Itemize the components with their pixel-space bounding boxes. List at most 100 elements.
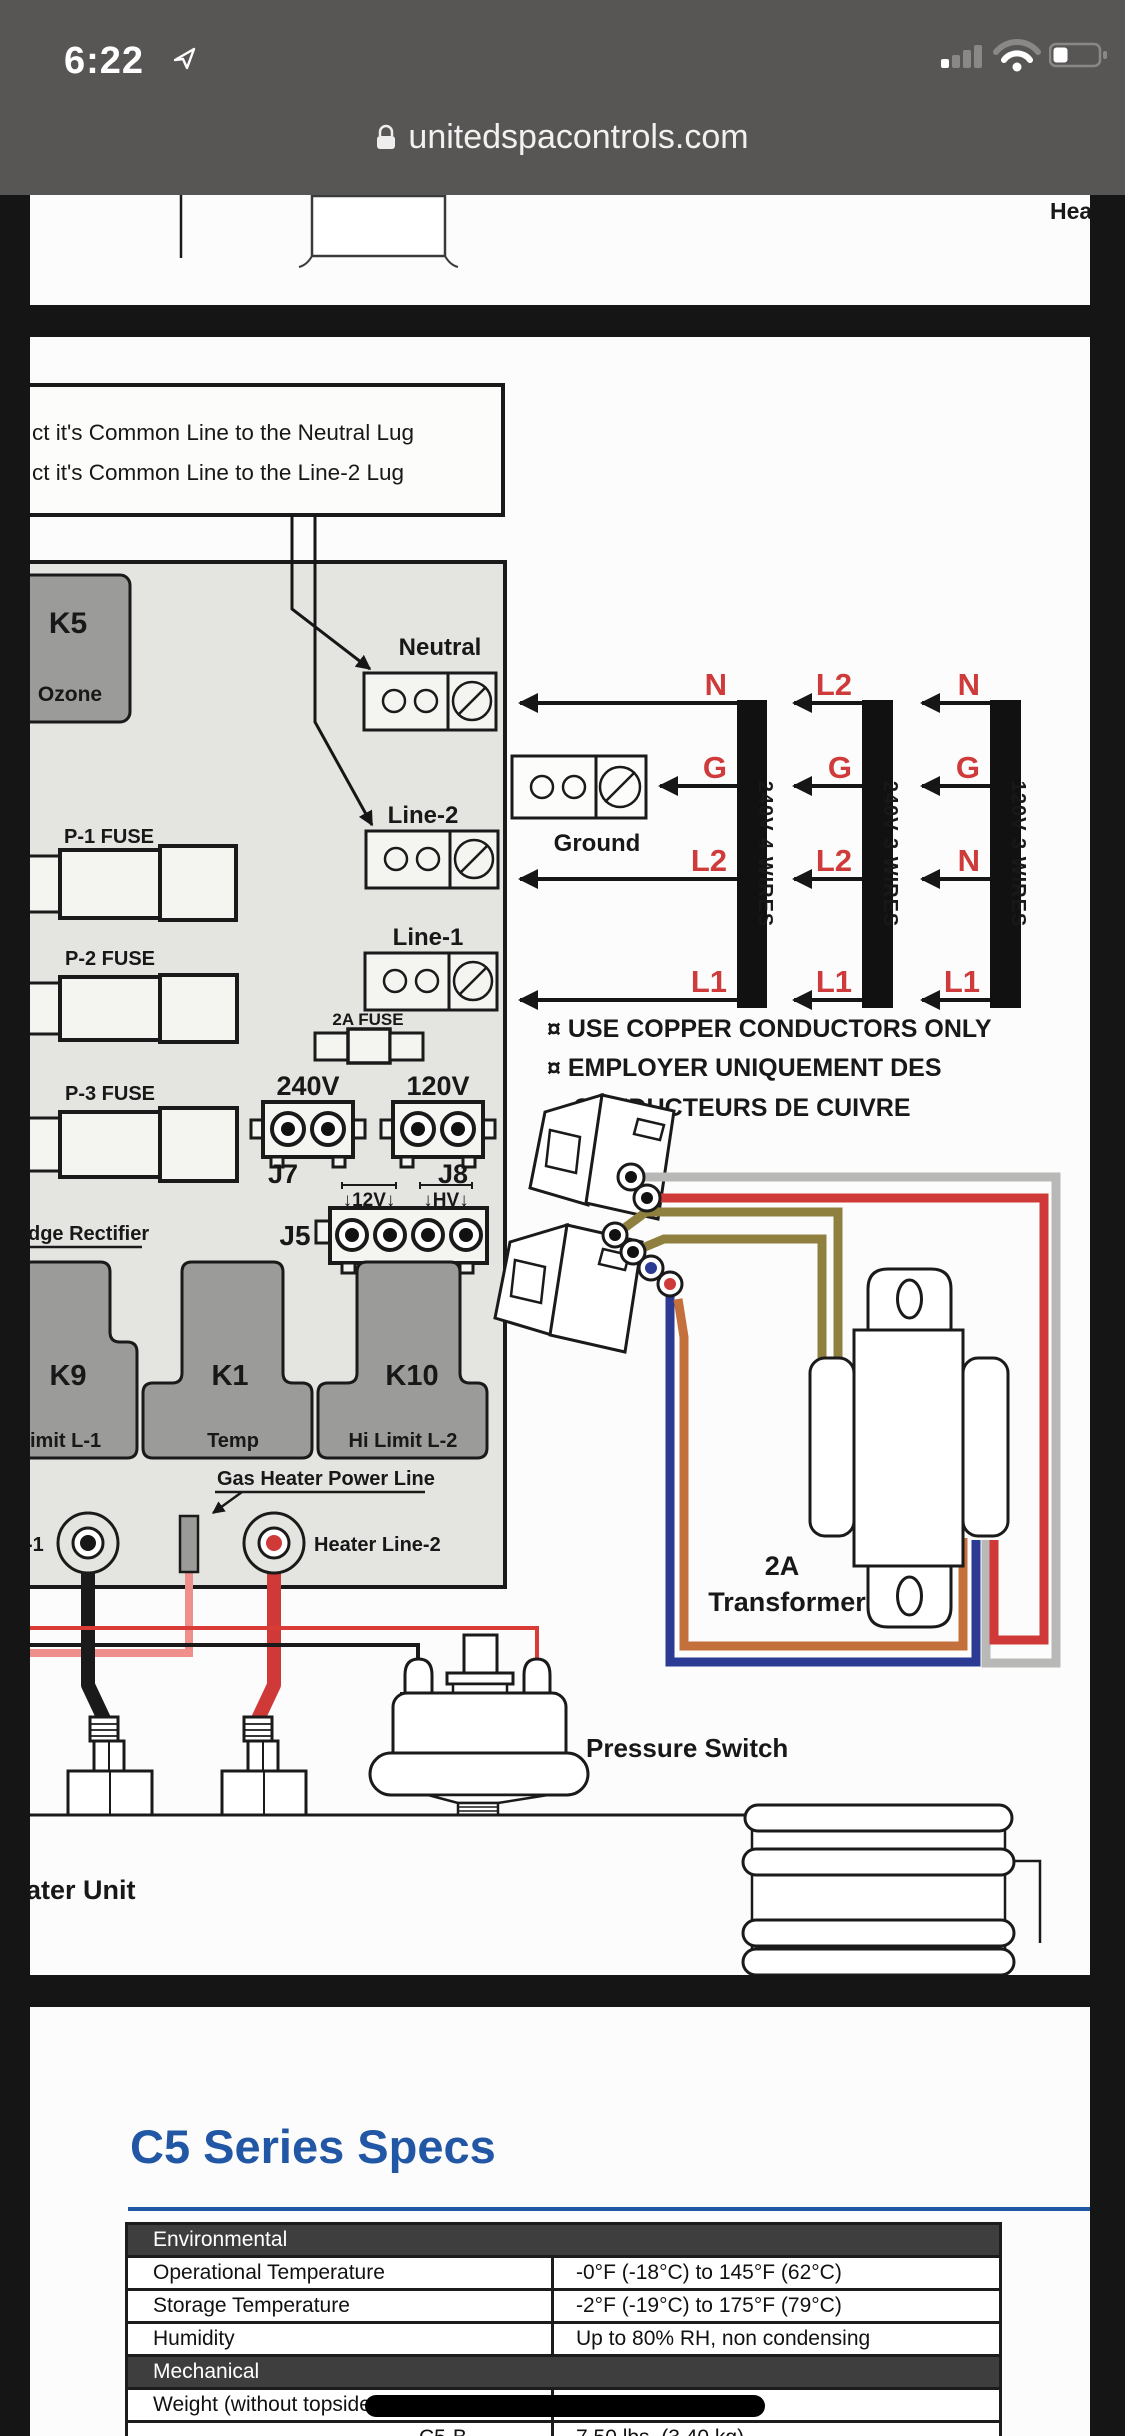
hv-label: ↓HV↓ [423, 1190, 468, 1211]
olive-wire-1 [612, 1207, 843, 1358]
wire-column-240v4: 240V 4 WIRES N G L2 L1 [518, 667, 776, 1010]
wire-label: L2 [816, 843, 852, 878]
wire-label: L2 [691, 843, 727, 878]
terminal-line1: Line-1 [363, 924, 499, 1012]
wire-label: G [956, 750, 980, 785]
row-value: -0°F (-18°C) to 145°F (62°C) [576, 2261, 842, 2284]
wire-label: N [958, 843, 980, 878]
row-label: Storage Temperature [128, 2291, 554, 2321]
section-label: Mechanical [153, 2360, 260, 2383]
ground-label: Ground [554, 830, 641, 857]
note-box: ct it's Common Line to the Neutral Lug c… [30, 383, 505, 517]
clock: 6:22 [64, 40, 145, 82]
wiring-diagram-panel: ct it's Common Line to the Neutral Lug c… [30, 337, 1090, 1975]
wire-label: N [705, 667, 727, 702]
relay-k5: K5 Ozone [30, 573, 132, 724]
olive-wire-2 [631, 1234, 827, 1358]
p1-fuse-label: P-1 FUSE [64, 826, 154, 848]
gas-heater-tab [178, 1514, 200, 1574]
signal-strength-icon [941, 42, 985, 69]
url-bar[interactable]: unitedspacontrols.com [0, 118, 1125, 157]
240v-label: 240V [276, 1071, 339, 1101]
specs-divider [128, 2207, 1090, 2211]
wiring-diagram: ct it's Common Line to the Neutral Lug c… [30, 383, 1061, 1975]
section-label: Environmental [153, 2228, 288, 2251]
neutral-label: Neutral [399, 634, 482, 661]
column-label: 240V 3 WIRES [879, 781, 901, 928]
heater-line2-wire [251, 1549, 281, 1722]
wire-label: L1 [816, 964, 852, 999]
wire-label: L1 [944, 964, 980, 999]
blue-wire [665, 1284, 981, 1667]
k1-label: K1 [211, 1360, 248, 1392]
12v-label: ↓12V↓ [343, 1190, 396, 1211]
row-label: Humidity [128, 2324, 554, 2354]
wire-label: G [828, 750, 852, 785]
heater-line1-connector [56, 1511, 120, 1575]
k9-label: K9 [49, 1360, 86, 1392]
arrow-to-line2 [313, 515, 374, 827]
specs-title: C5 Series Specs [130, 2120, 496, 2173]
voltage-brackets [341, 1182, 473, 1189]
j7-label: J7 [268, 1159, 298, 1189]
fuse-p1: P-1 FUSE [30, 826, 238, 922]
120v-label: 120V [406, 1071, 469, 1101]
arrow-to-neutral [290, 515, 372, 671]
transformer-label: Transformer [708, 1587, 866, 1617]
connector-j5: J5 [279, 1206, 489, 1275]
table-row: Storage Temperature -2°F (-19°C) to 175°… [128, 2291, 999, 2321]
k5-label: K5 [49, 607, 87, 640]
copper-note-1: ¤ USE COPPER CONDUCTORS ONLY [547, 1015, 992, 1043]
k10-sub-label: Hi Limit L-2 [349, 1430, 458, 1452]
bridge-rectifier-label: dge Rectifier [30, 1223, 149, 1245]
gas-heater-wire [30, 1571, 193, 1657]
heading-fragment: Hea [1050, 198, 1090, 224]
table-row: Operational Temperature -0°F (-18°C) to … [128, 2258, 999, 2288]
connector-j8: 120V J8 [379, 1071, 497, 1189]
battery-icon [1049, 41, 1109, 69]
orange-wire [673, 1298, 968, 1651]
gas-heater-label: Gas Heater Power Line [217, 1468, 435, 1490]
wifi-icon [993, 38, 1041, 72]
transformer-amp-label: 2A [765, 1551, 800, 1581]
heater-terminal-2 [220, 1715, 308, 1817]
j5-label: J5 [279, 1220, 310, 1251]
plug-lower [493, 1222, 644, 1354]
table-row: Humidity Up to 80% RH, non condensing [128, 2324, 999, 2354]
heater-line1-wire [81, 1549, 111, 1722]
fuse-2a: 2A FUSE [313, 1010, 425, 1065]
terminal-neutral: Neutral [362, 634, 498, 732]
k10-label: K10 [385, 1360, 438, 1392]
fuse-p3: P-3 FUSE [30, 1083, 239, 1183]
copper-note-2: ¤ EMPLOYER UNIQUEMENT DES [547, 1054, 942, 1082]
column-label: 120V 3 WIRES [1007, 781, 1029, 928]
pressure-switch-label: Pressure Switch [586, 1733, 788, 1763]
relay-k10: K10 Hi Limit L-2 [316, 1260, 489, 1460]
line1-label: Line-1 [393, 924, 464, 951]
row-value: -2°F (-19°C) to 175°F (79°C) [576, 2294, 842, 2317]
redaction-bar [365, 2395, 765, 2417]
fuse-p2: P-2 FUSE [30, 948, 239, 1044]
wire-label: L1 [691, 964, 727, 999]
k1-sub-label: Temp [207, 1430, 259, 1452]
k5-sub-label: Ozone [38, 683, 102, 706]
wire-label: G [703, 750, 727, 785]
note-line-1: ct it's Common Line to the Neutral Lug [32, 420, 414, 445]
lock-icon [376, 124, 396, 151]
column-label: 240V 4 WIRES [754, 781, 776, 928]
heater-line2-connector [242, 1511, 306, 1575]
table-row-c5b: C5-B 7.50 lbs. (3.40 kg) [128, 2423, 999, 2436]
wire-column-120v3: 120V 3 WIRES N G N L1 [920, 667, 1029, 1010]
wire-label: L2 [816, 667, 852, 702]
figure-top-fragment: Hea [30, 195, 1090, 305]
line2-label: Line-2 [388, 802, 459, 829]
relay-k9: K9 imit L-1 [30, 1260, 139, 1460]
heater-line1-label: -1 [30, 1534, 44, 1556]
table-row-weight: Weight (without topside [128, 2390, 999, 2420]
k9-sub-label: imit L-1 [30, 1430, 101, 1452]
row-value: 7.50 lbs. (3.40 kg) [554, 2423, 999, 2436]
status-bar: 6:22 [0, 0, 1125, 195]
plug-upper [528, 1092, 676, 1221]
row-label: Operational Temperature [128, 2258, 554, 2288]
